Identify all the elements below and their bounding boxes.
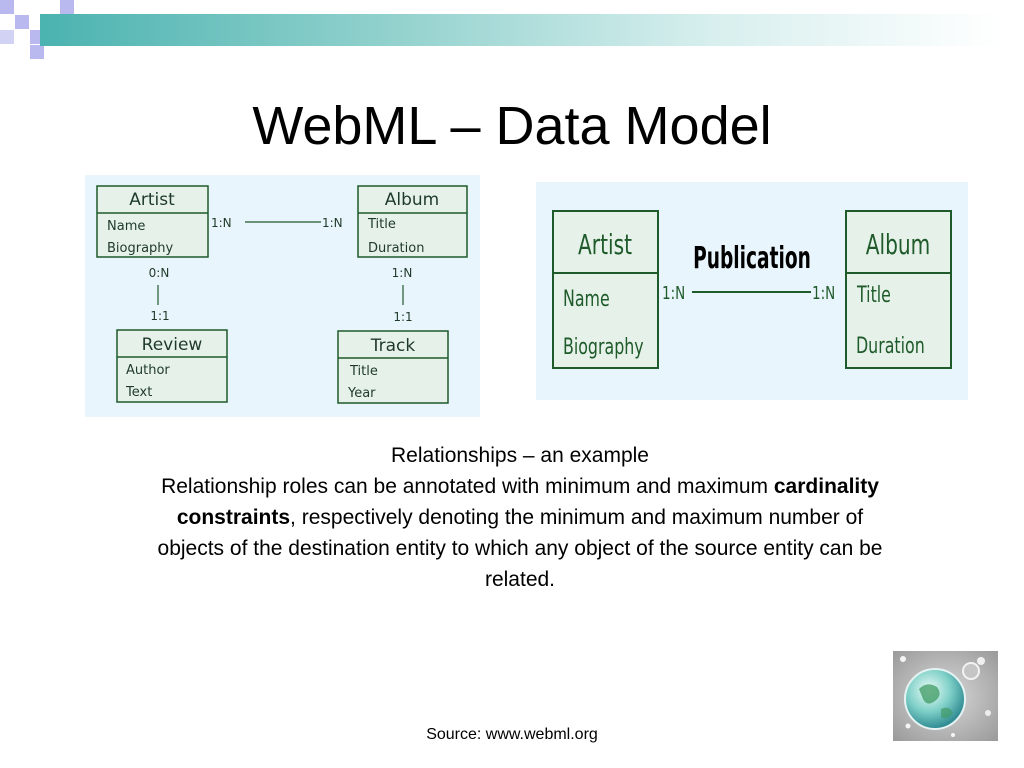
er-diagram-left-canvas: Artist Album Review Track Name Biography… bbox=[96, 185, 468, 404]
caption-body: Relationship roles can be annotated with… bbox=[150, 471, 890, 595]
track-entity-name: Track bbox=[370, 336, 416, 356]
caption-text-before: Relationship roles can be annotated with… bbox=[161, 475, 774, 498]
cardinality-album-track-bottom: 1:1 bbox=[393, 310, 412, 324]
album-entity-name: Album bbox=[385, 190, 439, 210]
artist-entity-name: Artist bbox=[578, 228, 632, 261]
artist-attr-name: Name bbox=[563, 285, 610, 311]
track-attr-year: Year bbox=[347, 386, 376, 401]
artist-entity-box bbox=[552, 210, 659, 369]
artist-entity-box bbox=[96, 185, 209, 258]
caption-bold: cardinality constraints bbox=[176, 475, 879, 529]
review-entity-name: Review bbox=[142, 335, 203, 355]
decorative-band bbox=[40, 14, 1000, 46]
cardinality-artist-album-left: 1:N bbox=[211, 216, 232, 230]
caption: Relationships – an example Relationship … bbox=[150, 440, 890, 595]
er-diagram-left: Artist Album Review Track Name Biography… bbox=[85, 175, 480, 417]
caption-line1: Relationships – an example bbox=[391, 444, 649, 467]
album-entity-box bbox=[357, 185, 468, 258]
page-title: WebML – Data Model bbox=[252, 96, 772, 156]
cardinality-artist-album-right: 1:N bbox=[322, 216, 343, 230]
caption-text-after: , respectively denoting the minimum and … bbox=[157, 506, 883, 591]
artist-entity-name: Artist bbox=[129, 190, 175, 210]
cardinality-artist-review-bottom: 1:1 bbox=[150, 309, 169, 323]
album-attr-duration: Duration bbox=[856, 332, 925, 358]
review-attr-text: Text bbox=[125, 385, 152, 400]
track-entity-box bbox=[337, 330, 449, 404]
source-note: Source: www.webml.org bbox=[426, 726, 598, 743]
album-entity-name: Album bbox=[866, 228, 931, 261]
cardinality-right: 1:N bbox=[812, 282, 835, 303]
album-attr-duration: Duration bbox=[368, 241, 424, 256]
er-diagram-right: Artist Album Name Biography Title Durati… bbox=[536, 182, 968, 400]
artist-attr-biography: Biography bbox=[563, 333, 644, 359]
cardinality-album-track-top: 1:N bbox=[392, 266, 413, 280]
track-attr-title: Title bbox=[349, 364, 378, 379]
album-attr-title: Title bbox=[367, 217, 396, 232]
er-diagram-right-canvas: Artist Album Name Biography Title Durati… bbox=[552, 210, 952, 369]
artist-attr-name: Name bbox=[107, 219, 145, 234]
review-entity-box bbox=[116, 329, 228, 403]
album-attr-title: Title bbox=[856, 281, 891, 307]
album-entity-box bbox=[845, 210, 952, 369]
relationship-name: Publication bbox=[693, 240, 811, 275]
artist-attr-biography: Biography bbox=[107, 241, 174, 256]
review-attr-author: Author bbox=[126, 363, 170, 378]
globe-icon bbox=[893, 651, 998, 741]
cardinality-left: 1:N bbox=[662, 282, 685, 303]
cardinality-artist-review-top: 0:N bbox=[149, 266, 170, 280]
